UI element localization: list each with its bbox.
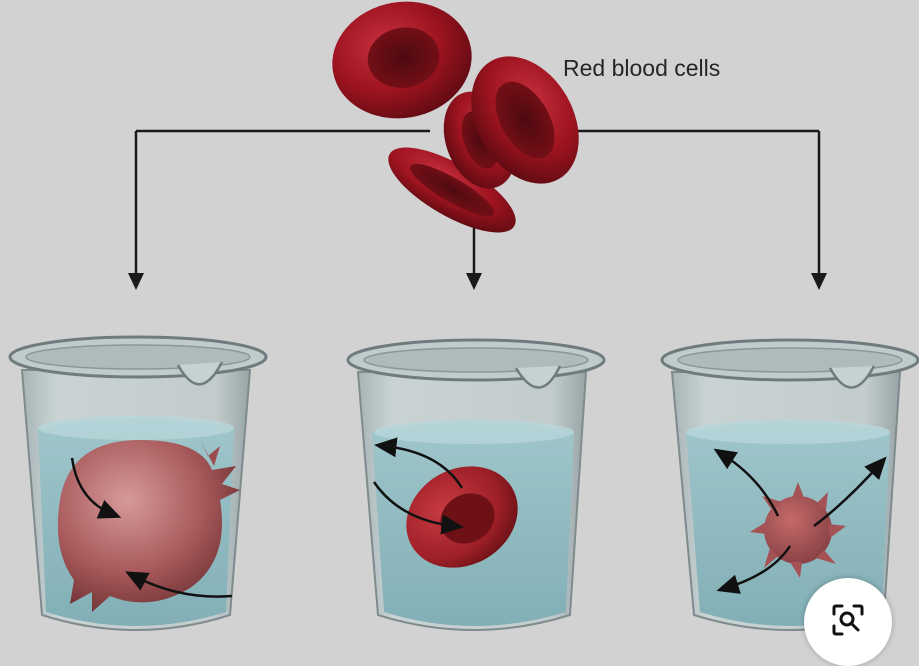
arrows-middle-beaker (372, 437, 464, 535)
arrows-right-beaker (713, 448, 887, 594)
red-blood-cells-label: Red blood cells (563, 55, 721, 81)
rbc-middle-right (471, 56, 579, 184)
red-blood-cells-cluster (332, 1, 579, 233)
rbc-bottom (388, 147, 516, 233)
arrow-down-right (811, 273, 827, 290)
beaker-middle (346, 338, 606, 631)
visual-search-button[interactable] (804, 578, 892, 666)
beaker-right (660, 338, 919, 631)
arrow-down-left (128, 273, 144, 290)
swollen-cell (57, 440, 240, 612)
beaker-left (8, 335, 268, 631)
arrows-left-beaker (70, 457, 233, 598)
connector-arrowheads (128, 273, 827, 290)
diagram-canvas: Red blood cells (8, 1, 919, 666)
rbc-top (332, 1, 472, 119)
arrow-down-middle (466, 273, 482, 290)
connector-lines (134, 129, 821, 283)
visual-search-icon (832, 604, 864, 636)
